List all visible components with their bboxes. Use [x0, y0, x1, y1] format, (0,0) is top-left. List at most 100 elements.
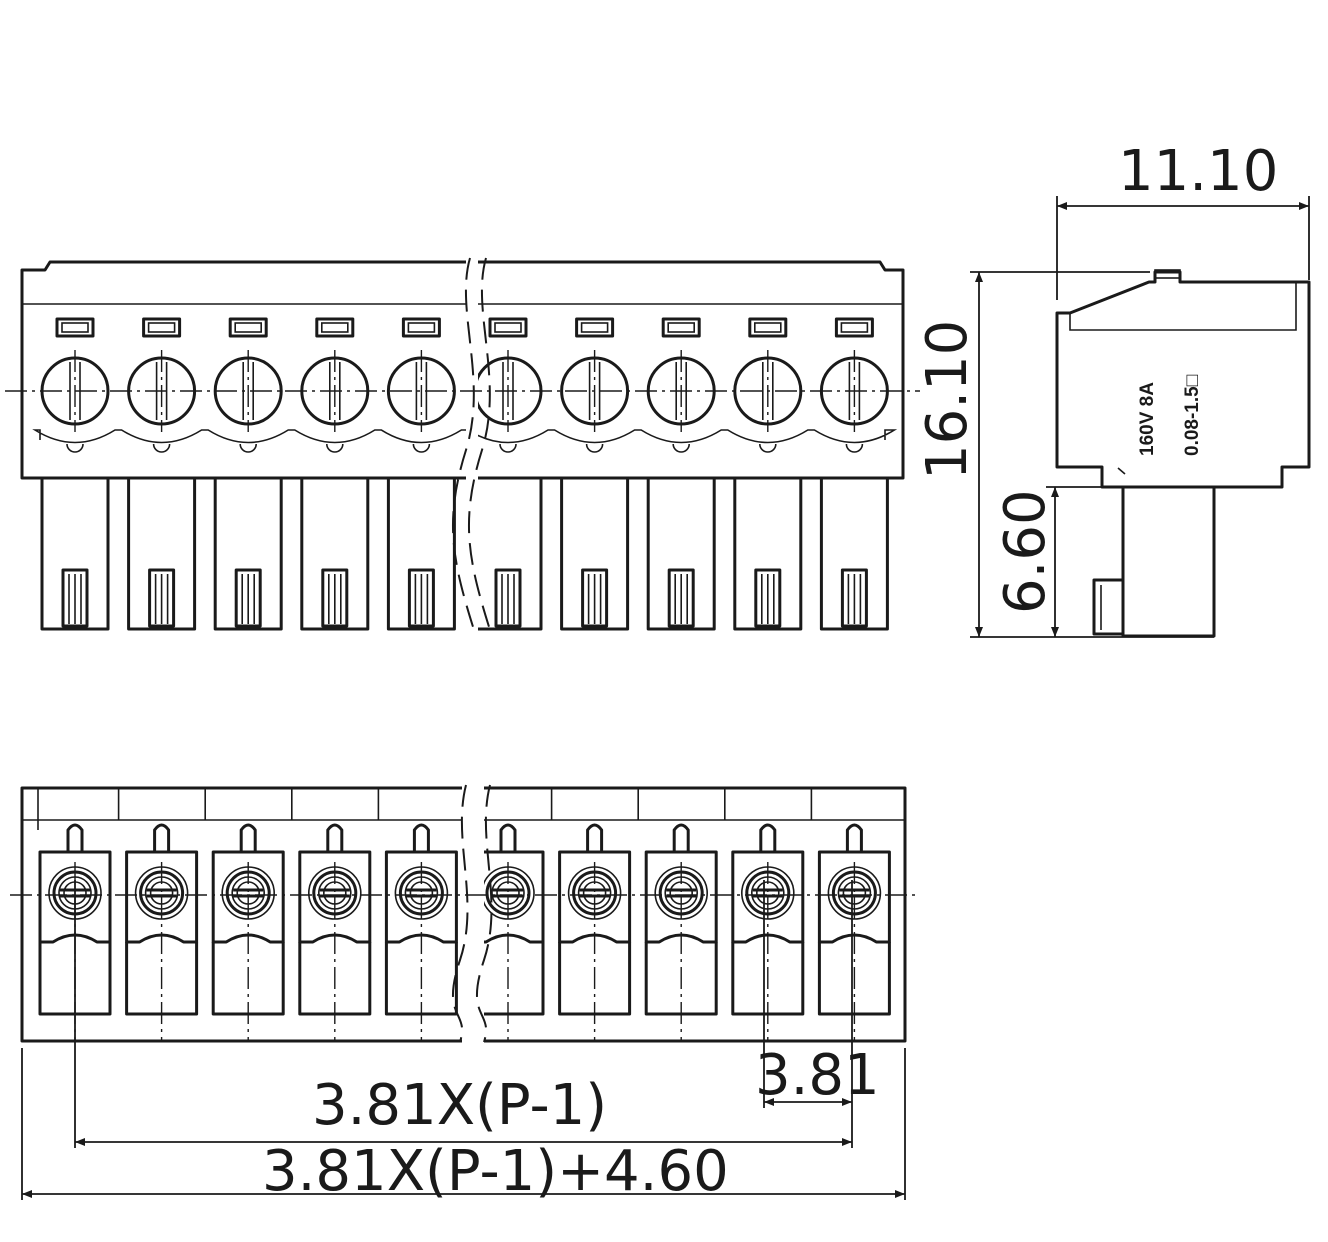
- test-port-slot: [575, 317, 615, 338]
- top-view-right-half: [484, 786, 907, 1043]
- test-port-slot: [661, 317, 701, 338]
- dim-pin-length-value: 6.60: [993, 489, 1058, 614]
- test-port-slot-inner: [322, 323, 348, 332]
- test-port-slot-inner: [407, 322, 436, 333]
- test-port-slot-inner: [755, 323, 781, 332]
- wire-entry-mark: [412, 443, 431, 453]
- wire-entry-leg: [127, 478, 197, 631]
- wire-entry-mark: [846, 444, 862, 452]
- side-wire-range-label: 0.08-1.5□: [1182, 374, 1203, 456]
- wire-entry-mark: [327, 444, 343, 452]
- dim-pitch-value: 3.81: [755, 1043, 880, 1108]
- grip-tab: [61, 568, 89, 628]
- wire-entry-mark: [673, 444, 689, 452]
- dim-total-value: 3.81X(P-1)+4.60: [262, 1139, 729, 1204]
- top-housing-outline: [20, 786, 462, 1043]
- wire-entry-leg: [560, 478, 630, 631]
- wire-entry-mark: [499, 443, 517, 453]
- top-pin-stub: [66, 823, 84, 852]
- front-view-left-half: [20, 260, 862, 631]
- test-port-slot-inner: [495, 323, 521, 332]
- grip-tab: [754, 568, 782, 628]
- top-pin-stub: [412, 823, 430, 852]
- wire-entry-leg: [40, 478, 110, 631]
- wire-entry-leg: [478, 478, 543, 631]
- side-view: 160V 8A 0.08-1.5□: [1055, 269, 1311, 638]
- wire-entry-leg: [646, 478, 716, 631]
- side-notch: [1117, 467, 1126, 475]
- grip-tab: [840, 568, 868, 628]
- test-port-slot-inner: [62, 323, 88, 332]
- wire-entry-mark: [759, 443, 777, 453]
- grip-tab: [321, 568, 349, 628]
- wire-entry-mark: [67, 444, 83, 452]
- wire-entry-mark: [240, 444, 256, 452]
- top-view: [10, 784, 915, 1043]
- test-port-slot: [834, 317, 874, 338]
- front-view: [5, 257, 920, 631]
- grip-tab: [667, 568, 695, 628]
- wire-entry-mark: [500, 444, 516, 452]
- test-port-slot-inner: [667, 322, 696, 333]
- grip-tab: [581, 568, 609, 628]
- clamp-pocket: [38, 850, 112, 944]
- top-pin-stub: [326, 823, 344, 852]
- side-rating-label: 160V 8A: [1137, 382, 1158, 456]
- front-break-line-2: [467, 257, 491, 631]
- dim-depth-value: 11.10: [1118, 139, 1278, 204]
- clamp-pocket: [817, 850, 891, 944]
- front-scallop-edge: [478, 429, 898, 444]
- dimensions: 11.10 16.10 6.60 3.81 3.81X(P-1) 3.81X(P…: [21, 139, 1310, 1204]
- top-pin-stub: [499, 823, 517, 852]
- test-port-slot: [142, 317, 182, 338]
- side-latch-tab: [1154, 269, 1181, 279]
- test-port-slot-inner: [234, 322, 262, 333]
- dim-span-value: 3.81X(P-1): [312, 1073, 607, 1138]
- grip-tab: [494, 568, 522, 628]
- wire-entry-mark: [152, 443, 171, 453]
- clamp-pocket: [731, 850, 805, 944]
- test-port-slot-inner: [408, 323, 434, 332]
- wire-entry-leg: [819, 478, 889, 631]
- test-port-slot: [401, 317, 441, 338]
- side-latch-ramp: [1069, 282, 1297, 331]
- grip-tab: [148, 568, 176, 628]
- test-port-slot-inner: [753, 322, 782, 333]
- wire-entry-mark: [672, 443, 690, 453]
- wire-entry-mark: [760, 444, 776, 452]
- dim-height-value: 16.10: [915, 320, 980, 480]
- wire-entry-mark: [154, 444, 170, 452]
- side-grip-tab: [1092, 578, 1125, 636]
- top-pin-stub: [759, 823, 777, 852]
- wire-entry-mark: [845, 443, 864, 453]
- test-port-slot: [748, 317, 788, 338]
- clamp-pocket: [384, 850, 458, 944]
- clamp-pocket: [125, 850, 199, 944]
- test-port-slot-inner: [668, 323, 694, 332]
- wire-entry-mark: [326, 443, 344, 453]
- top-pin-stub: [672, 823, 690, 852]
- test-port-slot: [228, 317, 268, 338]
- top-view-left-half: [20, 786, 462, 1043]
- wire-entry-leg: [300, 478, 370, 631]
- top-pin-stub: [239, 823, 257, 852]
- test-port-slot-inner: [61, 322, 89, 333]
- clamp-pocket: [558, 850, 632, 944]
- test-port-slot-inner: [320, 322, 349, 333]
- side-body-outline: [1055, 270, 1311, 489]
- test-port-slot: [488, 317, 528, 338]
- test-port-slot-inner: [235, 323, 261, 332]
- clamp-pocket: [484, 850, 545, 944]
- top-pin-stub: [845, 823, 863, 852]
- top-pin-stub: [153, 823, 171, 852]
- test-port-slot-inner: [582, 323, 608, 332]
- test-port-slot-inner: [840, 322, 869, 333]
- top-break-line-2: [475, 784, 493, 1043]
- front-break-line: [451, 257, 475, 631]
- test-port-slot-inner: [580, 322, 609, 333]
- wire-entry-leg: [213, 478, 283, 631]
- test-port-slot-inner: [149, 323, 175, 332]
- clamp-pocket: [298, 850, 372, 944]
- front-scallop-edge: [32, 429, 466, 444]
